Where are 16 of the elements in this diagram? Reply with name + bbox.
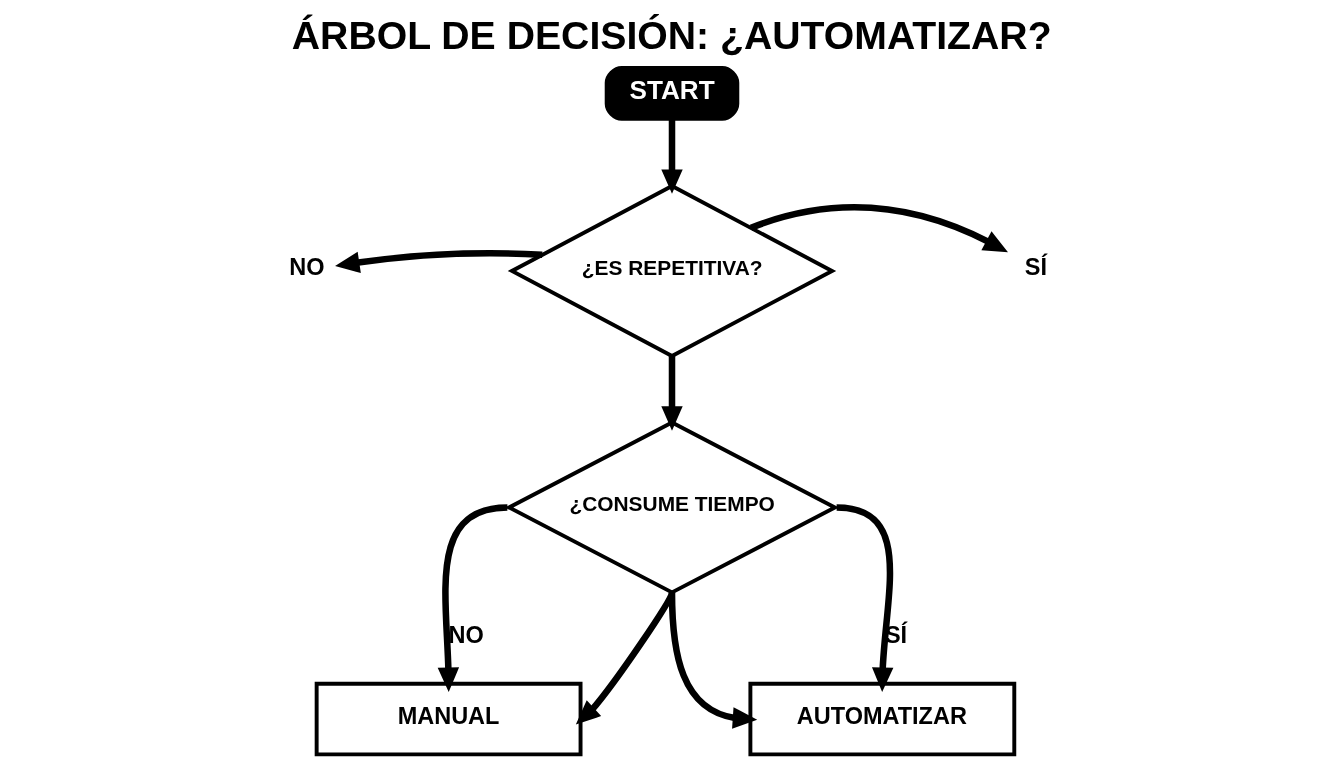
node-diamond: ¿ES REPETITIVA? xyxy=(507,183,837,359)
edge-label: NO xyxy=(448,621,484,648)
diagram-title: ÁRBOL DE DECISIÓN: ¿AUTOMATIZAR? xyxy=(291,13,1052,57)
arrow xyxy=(661,119,683,194)
arrow xyxy=(836,504,894,692)
arrow xyxy=(749,204,1008,253)
arrow xyxy=(661,355,683,431)
node-box: AUTOMATIZAR xyxy=(748,681,1017,757)
node-box: MANUAL xyxy=(314,681,583,757)
node-text: SÍ xyxy=(1024,254,1047,281)
arrow xyxy=(668,592,758,729)
node-text: NO xyxy=(289,254,325,281)
node-box: START xyxy=(604,65,740,121)
arrow xyxy=(437,504,508,692)
node-diamond: ¿CONSUME TIEMPO xyxy=(504,420,840,595)
arrow xyxy=(335,250,543,273)
